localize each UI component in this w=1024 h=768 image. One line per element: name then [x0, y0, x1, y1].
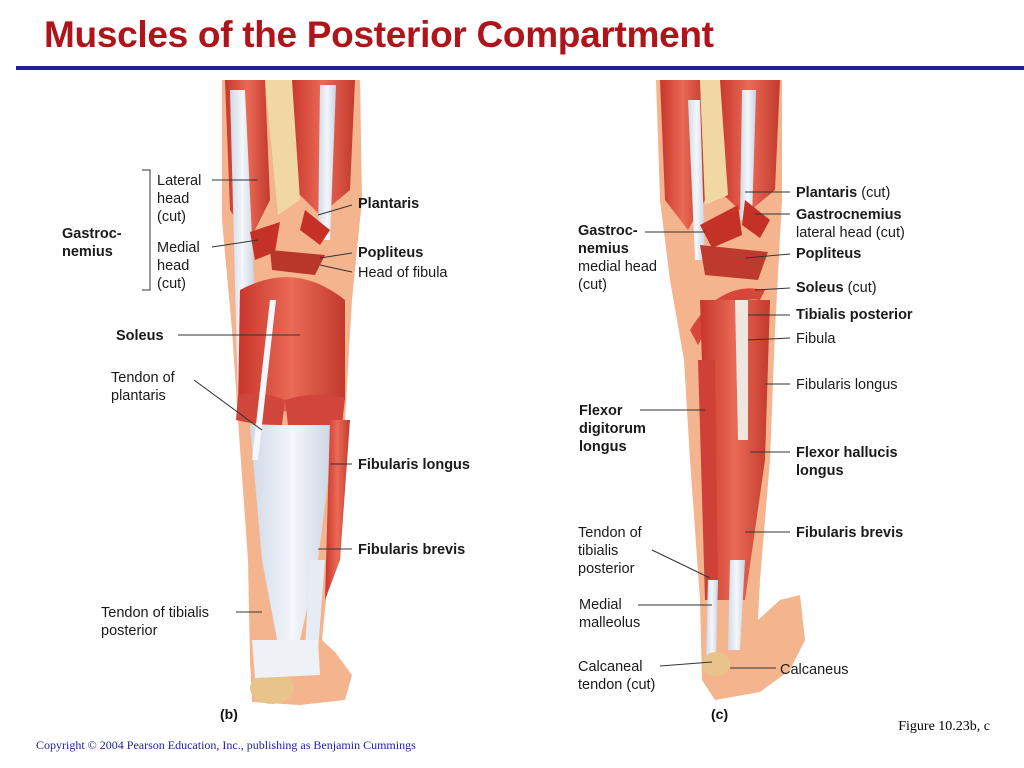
label-c-gastrocnemius-medial: Gastroc- nemius	[578, 223, 638, 257]
leg-c	[656, 80, 805, 700]
label-c-calcaneal-tendon-cut: Calcaneal tendon (cut)	[578, 659, 656, 693]
copyright-notice: Copyright © 2004 Pearson Education, Inc.…	[36, 738, 416, 752]
label-c-gastrocnemius-lateral: Gastrocnemius	[796, 207, 902, 223]
label-c-popliteus: Popliteus	[796, 246, 862, 262]
title-underline	[16, 66, 1024, 70]
label-c-plantaris: Plantaris (cut)	[796, 184, 890, 202]
leader-lines-c	[638, 191, 791, 669]
label-c-lateral-head-cut: lateral head (cut)	[796, 225, 905, 241]
label-c-soleus-cut: (cut)	[843, 280, 877, 296]
label-c-fibularis-longus: Fibularis longus	[796, 377, 898, 393]
panel-tag-b: (b)	[220, 706, 238, 722]
label-c-calcaneus: Calcaneus	[780, 662, 849, 678]
label-b-tendon-of-tibialis-posterior: Tendon of tibialis posterior	[101, 605, 210, 639]
label-c-medial-malleolus: Medial malleolus	[579, 597, 641, 631]
label-c-plantaris-cut: (cut)	[857, 185, 891, 201]
label-b-medial-head-cut: Medial head (cut)	[157, 240, 200, 292]
leader-lines-b	[142, 169, 353, 613]
label-b-fibularis-brevis: Fibularis brevis	[358, 542, 466, 558]
label-c-soleus-name: Soleus	[796, 280, 844, 296]
label-c-flexor-hallucis-longus: Flexor hallucis longus	[796, 445, 898, 479]
label-b-fibularis-longus: Fibularis longus	[358, 457, 470, 473]
label-c-tibialis-posterior: Tibialis posterior	[796, 307, 913, 323]
label-b-gastrocnemius: Gastroc- nemius	[62, 226, 122, 260]
figure-caption: Figure 10.23b, c	[898, 719, 990, 734]
label-c-soleus: Soleus (cut)	[796, 279, 877, 297]
label-b-head-of-fibula: Head of fibula	[358, 265, 448, 281]
label-c-plantaris-name: Plantaris	[796, 185, 858, 201]
label-b-plantaris: Plantaris	[358, 196, 420, 212]
leg-b	[222, 80, 362, 705]
panel-tag-c: (c)	[711, 706, 729, 722]
label-b-lateral-head-cut: Lateral head (cut)	[157, 173, 202, 225]
page-title: Muscles of the Posterior Compartment	[44, 14, 714, 55]
label-b-popliteus: Popliteus	[358, 245, 424, 261]
label-c-flexor-digitorum-longus: Flexor digitorum longus	[579, 403, 646, 455]
label-c-tendon-of-tibialis-posterior: Tendon of tibialis posterior	[578, 525, 642, 577]
label-c-medial-head-cut: medial head (cut)	[578, 259, 657, 293]
label-c-fibularis-brevis: Fibularis brevis	[796, 525, 904, 541]
label-b-tendon-of-plantaris: Tendon of plantaris	[111, 370, 175, 404]
label-b-soleus: Soleus	[116, 328, 164, 344]
label-c-fibula: Fibula	[796, 331, 836, 347]
